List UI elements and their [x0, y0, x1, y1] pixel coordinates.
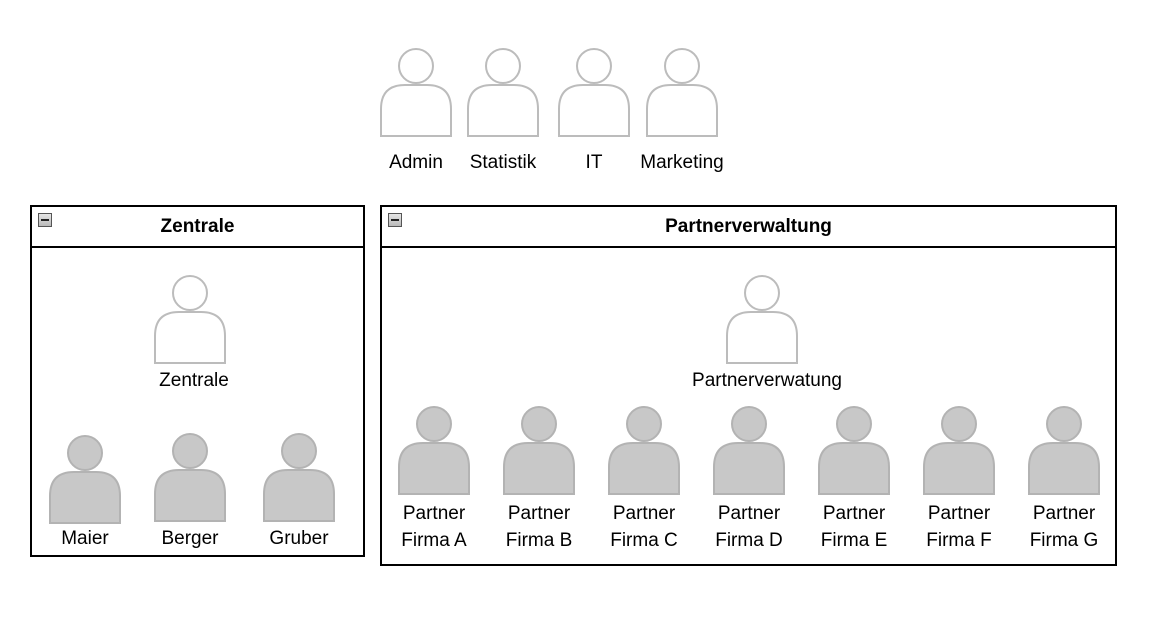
- person-marketing-icon[interactable]: [645, 47, 719, 139]
- collapse-partnerverwaltung-button[interactable]: [388, 213, 402, 227]
- person-head: [941, 406, 977, 442]
- label-statistik: Statistik: [469, 152, 537, 173]
- person-partner-c-icon[interactable]: [607, 405, 681, 497]
- label-marketing: Marketing: [640, 152, 724, 173]
- label-partner-e: Partner Firma E: [804, 500, 904, 554]
- person-body: [467, 84, 539, 137]
- label-partner-f-line1: Partner: [927, 503, 991, 524]
- person-statistik-icon[interactable]: [466, 47, 540, 139]
- person-it-icon[interactable]: [557, 47, 631, 139]
- label-partner-b: Partner Firma B: [489, 500, 589, 554]
- person-body: [380, 84, 452, 137]
- group-zentrale-title: Zentrale: [160, 216, 235, 237]
- person-head: [172, 275, 208, 311]
- person-partner-e-icon[interactable]: [817, 405, 891, 497]
- person-head: [172, 433, 208, 469]
- label-partner-b-line1: Partner: [507, 503, 571, 524]
- person-body: [1028, 442, 1100, 495]
- person-partner-f-icon[interactable]: [922, 405, 996, 497]
- label-partner-a-line2: Firma A: [401, 530, 467, 551]
- person-partner-g-icon[interactable]: [1027, 405, 1101, 497]
- group-partnerverwaltung[interactable]: Partnerverwaltung: [380, 205, 1117, 566]
- label-partner-g: Partner Firma G: [1014, 500, 1114, 554]
- person-body: [154, 311, 226, 364]
- person-head: [744, 275, 780, 311]
- person-head: [1046, 406, 1082, 442]
- person-head: [836, 406, 872, 442]
- label-partner-f-line2: Firma F: [926, 530, 992, 551]
- label-partner-c-line2: Firma C: [610, 530, 678, 551]
- person-maier-icon[interactable]: [48, 434, 122, 526]
- collapse-zentrale-button[interactable]: [38, 213, 52, 227]
- label-partnerverwaltung-role: Partnerverwatung: [692, 370, 842, 391]
- label-it: IT: [585, 152, 603, 173]
- label-partner-d-line2: Firma D: [715, 530, 783, 551]
- label-partner-c: Partner Firma C: [594, 500, 694, 554]
- label-partner-a-line1: Partner: [402, 503, 466, 524]
- person-head: [398, 48, 434, 84]
- label-partner-g-line2: Firma G: [1029, 530, 1099, 551]
- person-berger-icon[interactable]: [153, 432, 227, 524]
- person-head: [67, 435, 103, 471]
- person-partner-d-icon[interactable]: [712, 405, 786, 497]
- label-gruber: Gruber: [269, 528, 329, 549]
- person-head: [731, 406, 767, 442]
- person-body: [608, 442, 680, 495]
- person-body: [154, 469, 226, 522]
- person-head: [485, 48, 521, 84]
- label-partner-d-line1: Partner: [717, 503, 781, 524]
- group-partnerverwaltung-header: Partnerverwaltung: [382, 207, 1115, 248]
- label-partner-f: Partner Firma F: [909, 500, 1009, 554]
- person-partnerverwaltung-icon[interactable]: [725, 274, 799, 366]
- person-body: [49, 471, 121, 524]
- label-partner-a: Partner Firma A: [384, 500, 484, 554]
- person-head: [281, 433, 317, 469]
- person-partner-b-icon[interactable]: [502, 405, 576, 497]
- label-berger: Berger: [161, 528, 219, 549]
- person-body: [713, 442, 785, 495]
- person-gruber-icon[interactable]: [262, 432, 336, 524]
- label-partner-b-line2: Firma B: [505, 530, 573, 551]
- person-head: [576, 48, 612, 84]
- label-partner-e-line2: Firma E: [820, 530, 888, 551]
- person-partner-a-icon[interactable]: [397, 405, 471, 497]
- person-body: [646, 84, 718, 137]
- person-body: [503, 442, 575, 495]
- label-partner-c-line1: Partner: [612, 503, 676, 524]
- label-partner-g-line1: Partner: [1032, 503, 1096, 524]
- person-body: [923, 442, 995, 495]
- person-body: [818, 442, 890, 495]
- person-head: [521, 406, 557, 442]
- person-body: [398, 442, 470, 495]
- person-head: [416, 406, 452, 442]
- person-body: [726, 311, 798, 364]
- label-maier: Maier: [61, 528, 109, 549]
- label-partner-d: Partner Firma D: [699, 500, 799, 554]
- group-zentrale-header: Zentrale: [32, 207, 363, 248]
- person-head: [664, 48, 700, 84]
- group-partnerverwaltung-title: Partnerverwaltung: [665, 216, 832, 237]
- label-partner-e-line1: Partner: [822, 503, 886, 524]
- person-zentrale-icon[interactable]: [153, 274, 227, 366]
- person-body: [263, 469, 335, 522]
- label-admin: Admin: [389, 152, 443, 173]
- person-admin-icon[interactable]: [379, 47, 453, 139]
- label-zentrale-role: Zentrale: [159, 370, 229, 391]
- person-head: [626, 406, 662, 442]
- person-body: [558, 84, 630, 137]
